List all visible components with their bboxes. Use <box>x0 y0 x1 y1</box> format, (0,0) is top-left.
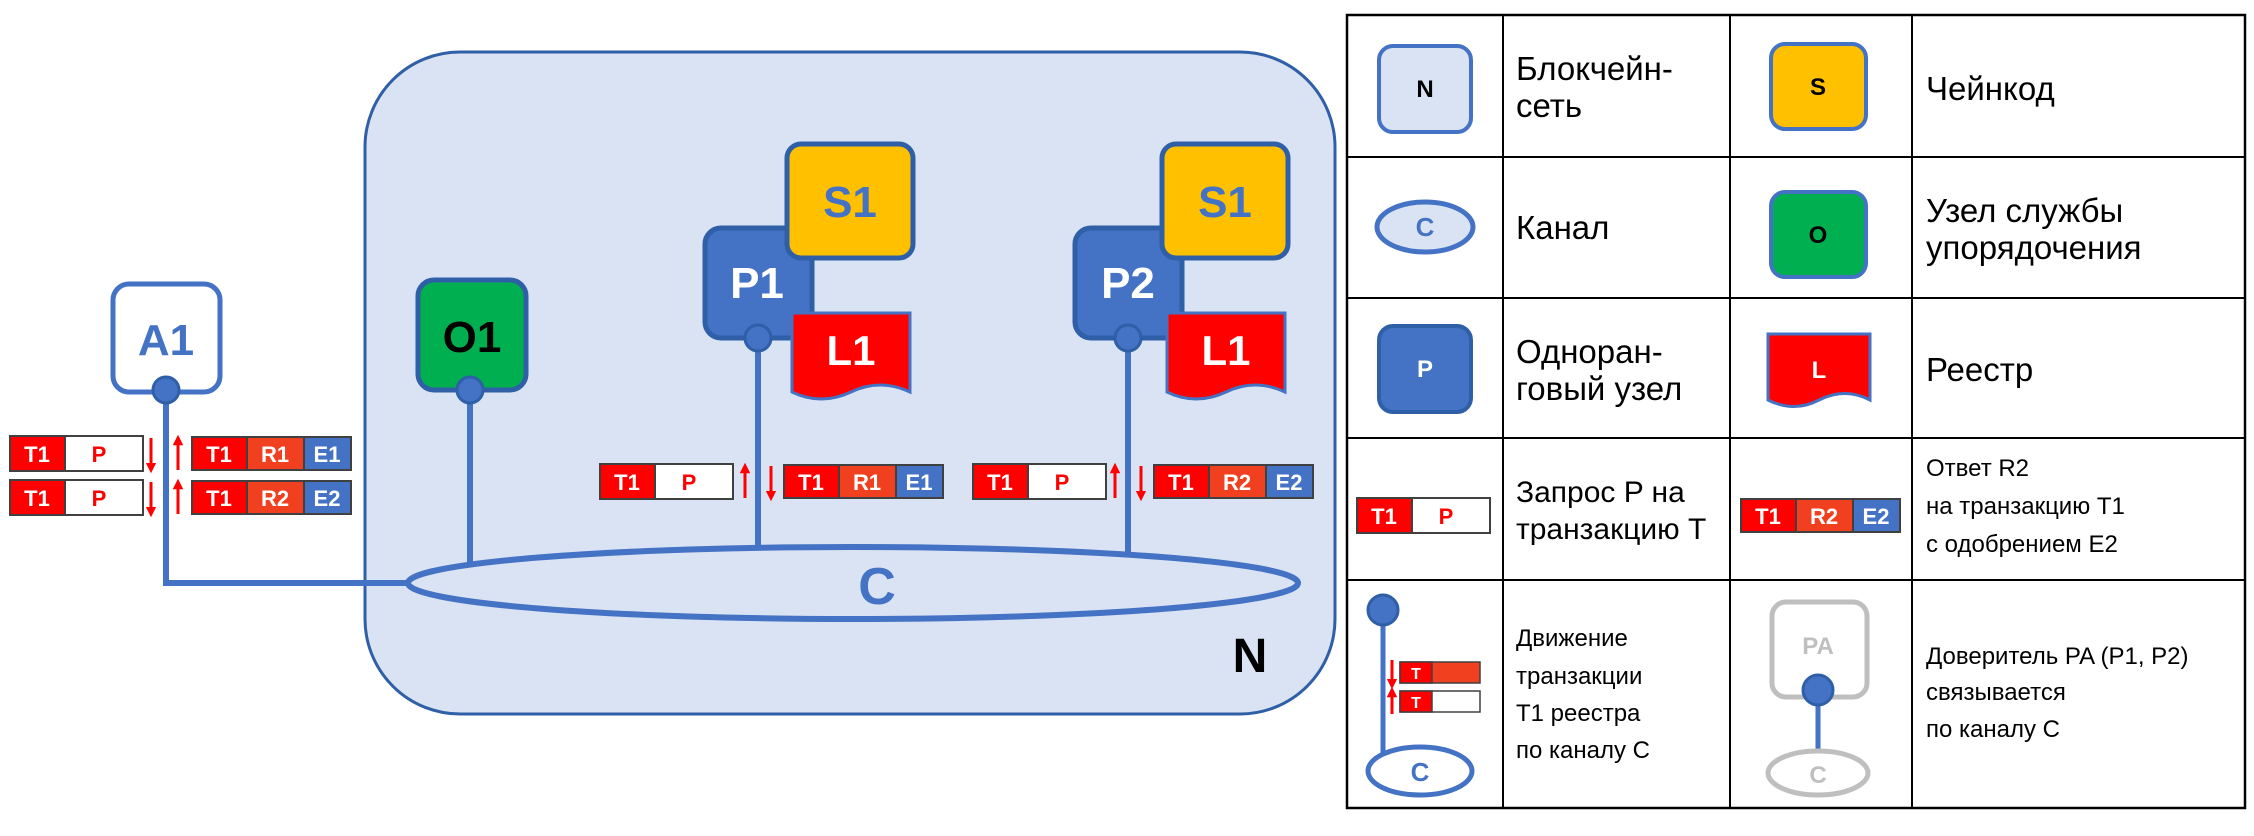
svg-text:T1: T1 <box>24 486 50 511</box>
legend-chaincode-icon-label: S <box>1810 74 1826 101</box>
legend-response-label-2: на транзакцию T1 <box>1926 493 2125 520</box>
channel-label: C <box>858 558 896 616</box>
svg-text:T1: T1 <box>1755 504 1781 529</box>
legend-network-label-1: Блокчейн- <box>1516 50 1673 87</box>
app-channel-link <box>163 390 470 586</box>
app-connector <box>151 375 181 405</box>
svg-text:C: C <box>1411 757 1430 787</box>
svg-text:T: T <box>1411 695 1421 712</box>
legend-request-label-2: транзакцию T <box>1516 513 1706 546</box>
legend-endorser-label-3: по каналу C <box>1926 716 2060 743</box>
peer1-connector <box>743 323 773 353</box>
svg-text:T: T <box>1411 666 1421 683</box>
peer1-response: T1 R1 E1 <box>783 464 944 499</box>
legend-movement-label-4: по каналу C <box>1516 737 1650 764</box>
legend-movement-icon: C T T <box>1365 593 1481 798</box>
svg-text:R1: R1 <box>261 442 289 467</box>
channel-ellipse <box>405 544 1301 622</box>
peer2-chaincode <box>1159 141 1291 261</box>
legend-peer-icon-label: P <box>1417 356 1433 383</box>
legend-network-icon <box>1377 44 1473 134</box>
legend-endorser-label-1: Доверитель PA (P1, P2) <box>1926 643 2189 670</box>
peer2-label: P2 <box>1101 259 1155 308</box>
app-request-1: T1 P <box>9 435 144 472</box>
legend-peer-label-1: Одноран- <box>1516 333 1663 370</box>
legend-ledger-icon <box>1766 332 1872 408</box>
svg-text:E2: E2 <box>1276 470 1303 495</box>
legend-request-label-1: Запрос P на <box>1516 476 1685 509</box>
svg-text:P: P <box>682 470 697 495</box>
legend-chaincode-label: Чейнкод <box>1926 70 2055 107</box>
svg-text:P: P <box>92 486 107 511</box>
legend-endorser-icon: PA C <box>1765 599 1871 798</box>
peer2-response: T1 R2 E2 <box>1153 464 1314 499</box>
legend-endorser-label-2: связывается <box>1926 679 2066 706</box>
peer1-ledger-label: L1 <box>826 327 875 374</box>
peer2-connector <box>1113 323 1143 353</box>
legend-peer-icon <box>1377 324 1473 414</box>
legend-orderer-label-2: упорядочения <box>1926 229 2142 266</box>
svg-text:R2: R2 <box>261 486 289 511</box>
legend-response-label-1: Ответ R2 <box>1926 455 2029 482</box>
legend-network-label-2: сеть <box>1516 87 1582 124</box>
svg-text:T1: T1 <box>1168 470 1194 495</box>
svg-text:T1: T1 <box>206 442 232 467</box>
app-response-1: T1 R1 E1 <box>191 436 352 471</box>
svg-text:T1: T1 <box>798 470 824 495</box>
svg-text:T1: T1 <box>614 470 640 495</box>
svg-text:R2: R2 <box>1223 470 1251 495</box>
legend-peer-label-2: говый узел <box>1516 370 1682 407</box>
peer1-chaincode-label: S1 <box>823 178 877 227</box>
legend-orderer-icon-label: O <box>1809 222 1828 249</box>
legend-ledger-icon-label: L <box>1812 357 1827 384</box>
legend-movement-label-3: T1 реестра <box>1516 700 1641 727</box>
svg-text:P: P <box>1055 470 1070 495</box>
svg-text:R1: R1 <box>853 470 881 495</box>
legend-request-icon: T1 P <box>1356 497 1491 534</box>
legend-movement-label-1: Движение <box>1516 625 1628 652</box>
app-response-2: T1 R2 E2 <box>191 480 352 515</box>
svg-text:PA: PA <box>1802 633 1834 660</box>
legend-response-label-3: с одобрением E2 <box>1926 531 2118 558</box>
network-label: N <box>1233 630 1268 683</box>
svg-text:E1: E1 <box>906 470 933 495</box>
legend-channel-label: Канал <box>1516 209 1609 246</box>
svg-text:T1: T1 <box>1371 504 1397 529</box>
svg-text:T1: T1 <box>206 486 232 511</box>
svg-text:R2: R2 <box>1810 504 1838 529</box>
legend-channel-icon <box>1374 199 1476 255</box>
orderer-label: O1 <box>443 313 502 362</box>
peer1-request: T1 P <box>599 463 734 500</box>
legend-network-icon-label: N <box>1416 76 1433 103</box>
legend-chaincode-icon <box>1769 42 1868 131</box>
svg-text:P: P <box>92 442 107 467</box>
legend-response-icon: T1 R2 E2 <box>1740 498 1901 533</box>
svg-text:E1: E1 <box>314 442 341 467</box>
svg-text:P: P <box>1439 504 1454 529</box>
legend-orderer-icon <box>1769 190 1868 279</box>
legend-channel-icon-label: C <box>1416 212 1435 242</box>
app-label: A1 <box>138 316 194 365</box>
svg-text:T1: T1 <box>987 470 1013 495</box>
svg-text:E2: E2 <box>314 486 341 511</box>
svg-text:C: C <box>1809 762 1826 789</box>
peer1-label: P1 <box>730 259 784 308</box>
peer2-ledger-label: L1 <box>1201 327 1250 374</box>
peer2-ledger <box>1165 311 1287 401</box>
peer2-request: T1 P <box>972 463 1107 500</box>
legend-ledger-label: Реестр <box>1926 351 2033 388</box>
orderer-connector <box>455 375 485 405</box>
peer1-chaincode <box>784 141 916 261</box>
peer1-ledger <box>790 311 912 401</box>
app-request-2: T1 P <box>9 479 144 516</box>
legend-movement-label-2: транзакции <box>1516 663 1642 690</box>
svg-text:E2: E2 <box>1863 504 1890 529</box>
legend-orderer-label-1: Узел службы <box>1926 192 2123 229</box>
peer2-chaincode-label: S1 <box>1198 178 1252 227</box>
svg-text:T1: T1 <box>24 442 50 467</box>
